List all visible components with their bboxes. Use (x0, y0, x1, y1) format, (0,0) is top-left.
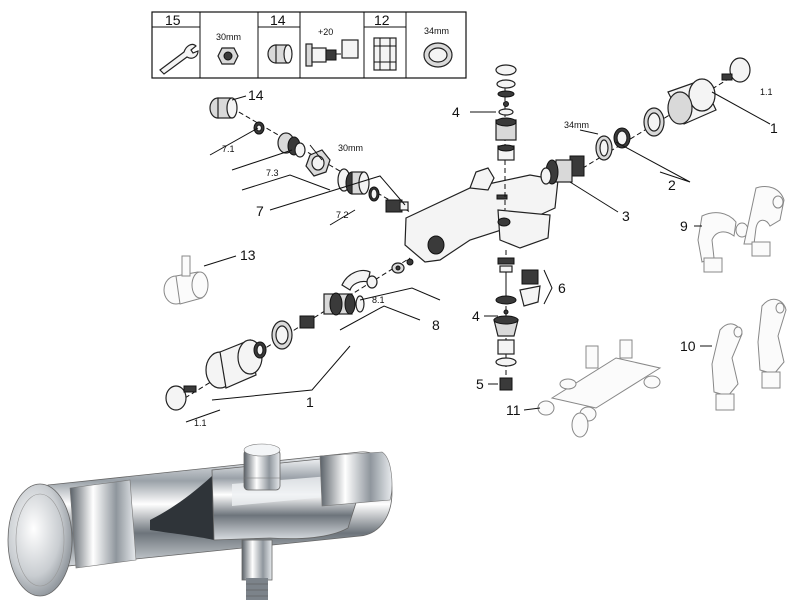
sleeve-ring-right (643, 107, 665, 137)
part-thermostat-cartridge (323, 292, 365, 316)
check-valve (385, 199, 409, 213)
callout-6: 6 (558, 280, 566, 296)
callout-1-1-top: 1.1 (760, 87, 773, 97)
mixer-body (404, 167, 559, 263)
part-13-lever (163, 255, 209, 305)
diverter-assembly-top (495, 64, 517, 161)
spindle (299, 315, 315, 329)
part-8-1-washer (366, 275, 378, 289)
part-7-2-cartridge (337, 168, 370, 195)
tool-number-14: 14 (270, 12, 286, 28)
part-8-elbow (341, 269, 371, 291)
leader-lines (185, 91, 771, 423)
control-assembly-lower-left (165, 258, 414, 411)
tool-offset-label: +20 (318, 27, 333, 37)
product-photo-mixer (7, 443, 393, 600)
part-14-insert (209, 97, 238, 119)
part-2-ring (595, 135, 613, 161)
callout-1-top: 1 (770, 120, 778, 136)
callout-8: 8 (432, 317, 440, 333)
part-1-handle (205, 339, 263, 389)
tool-number-15: 15 (165, 12, 181, 28)
part-3-thermostat-cartridge (540, 155, 585, 185)
cartridge-tool-icon (373, 37, 397, 71)
part-1-1-cap-right (721, 57, 751, 83)
callout-3: 3 (622, 208, 630, 224)
callout-14: 14 (248, 87, 264, 103)
insert-tool-icon (267, 44, 293, 64)
callout-11: 11 (506, 402, 521, 418)
callout-2: 2 (668, 177, 676, 193)
callout-8-1: 8.1 (372, 295, 385, 305)
callout-7-1: 7.1 (222, 144, 235, 154)
tools-table: 15 30mm 14 +20 12 34mm (151, 11, 467, 79)
callout-13: 13 (240, 247, 256, 263)
sleeve-ring (271, 320, 293, 350)
part-1-1-cap (165, 385, 197, 411)
callout-4-top: 4 (452, 104, 460, 120)
callout-34mm: 34mm (564, 120, 589, 130)
part-6-diverter-knob (519, 269, 541, 307)
callout-5: 5 (476, 376, 484, 392)
tool-size-30mm: 30mm (216, 32, 241, 42)
callout-1-1-bottom: 1.1 (194, 418, 207, 428)
tool-number-12: 12 (374, 12, 390, 28)
callout-9: 9 (680, 218, 688, 234)
callout-10: 10 (680, 338, 696, 354)
nut-icon (217, 47, 239, 65)
tool-size-34mm: 34mm (424, 26, 449, 36)
callout-4-bottom: 4 (472, 308, 480, 324)
diverter-assembly-bottom (493, 257, 541, 391)
part-10-pillar-legs (711, 298, 787, 411)
adapter-icon (305, 39, 359, 67)
part-5-aerator (499, 377, 513, 391)
ring-tool-icon (423, 42, 453, 68)
part-11-wall-bracket (537, 339, 662, 438)
part-1-handle-right (667, 78, 717, 125)
wrench-icon (159, 43, 199, 75)
control-assembly-upper-right (540, 57, 751, 185)
callout-7-3: 7.3 (266, 168, 279, 178)
callout-7: 7 (256, 203, 264, 219)
callout-1-bottom: 1 (306, 394, 314, 410)
part-9-s-unions (697, 186, 785, 273)
callout-labels: 14 7.1 7.3 30mm 7 7.2 4 34mm 1.1 1 2 3 9… (194, 87, 778, 428)
callout-7-2: 7.2 (336, 210, 349, 220)
callout-30mm: 30mm (338, 143, 363, 153)
cartridge-assembly-upper-left (209, 97, 409, 213)
